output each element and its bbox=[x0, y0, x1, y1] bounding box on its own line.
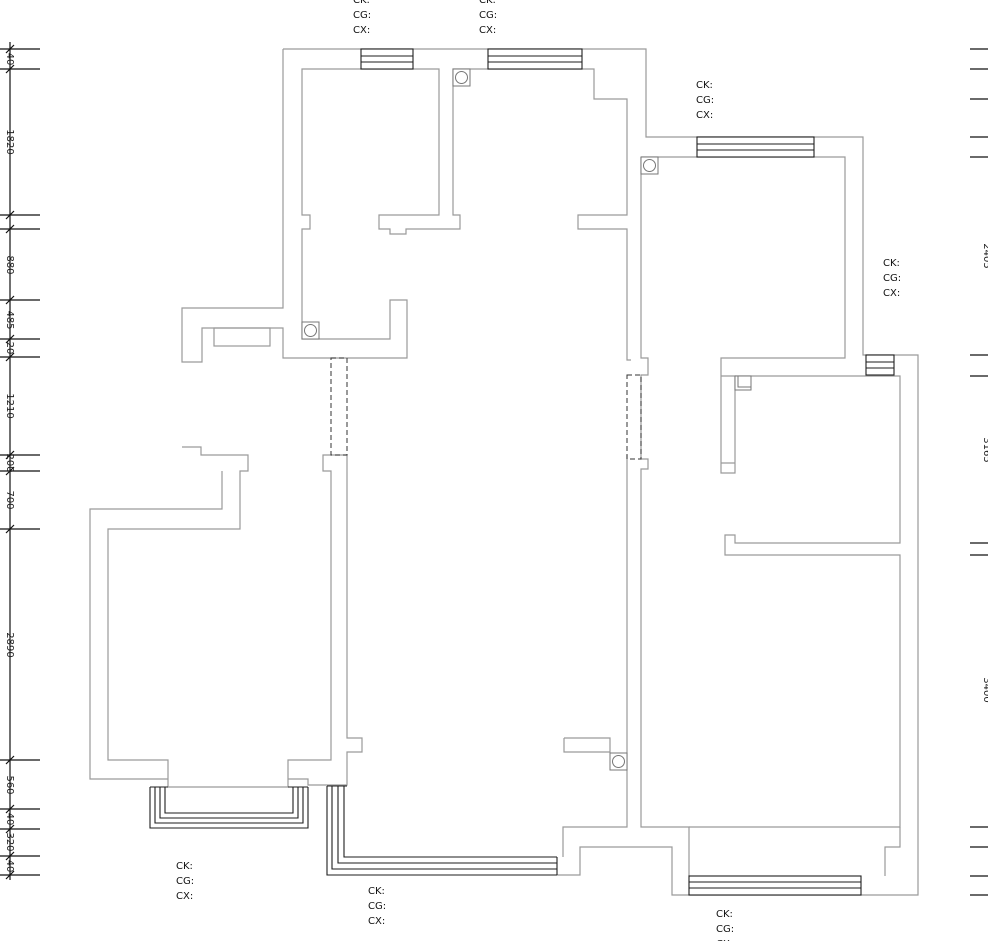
svg-text:CK:: CK: bbox=[353, 0, 370, 6]
window-tag-bottom-right: CK: CG: CX: bbox=[716, 909, 734, 941]
window-tag-bottom-left: CK: CG: CX: bbox=[176, 861, 194, 902]
svg-text:40: 40 bbox=[4, 813, 15, 826]
svg-text:CX:: CX: bbox=[176, 891, 193, 902]
left-dimension-chain: 40 1820 880 485 20 1210 200 700 2890 560… bbox=[0, 42, 40, 880]
svg-text:40: 40 bbox=[4, 53, 15, 66]
wall-right-upper bbox=[641, 156, 846, 474]
window-tag-top-2: CK: CG: CX: bbox=[479, 0, 497, 36]
wall-right-lower-corner bbox=[884, 827, 901, 876]
door-opening-left bbox=[330, 357, 348, 456]
wall-upper-left-outer bbox=[283, 48, 919, 896]
pipe-circle-3 bbox=[643, 159, 656, 172]
svg-text:CX:: CX: bbox=[696, 110, 713, 121]
windows bbox=[149, 48, 895, 896]
svg-text:CK:: CK: bbox=[479, 0, 496, 6]
svg-text:CG:: CG: bbox=[479, 10, 497, 21]
wall-outlines bbox=[89, 48, 919, 896]
wall-lower-left-room bbox=[107, 446, 363, 788]
svg-text:CX:: CX: bbox=[479, 25, 496, 36]
svg-text:CK:: CK: bbox=[883, 258, 900, 269]
svg-text:880: 880 bbox=[4, 255, 15, 274]
svg-text:CG:: CG: bbox=[696, 95, 714, 106]
window-top-2 bbox=[487, 48, 583, 70]
svg-text:560: 560 bbox=[4, 775, 15, 794]
wall-right-mid-room bbox=[689, 375, 901, 828]
svg-text:CX:: CX: bbox=[716, 939, 733, 941]
left-dim-slashes bbox=[5, 44, 15, 880]
wall-niche bbox=[213, 327, 271, 347]
left-dim-labels: 40 1820 880 485 20 1210 200 700 2890 560… bbox=[4, 53, 15, 873]
window-tag-bottom-center: CK: CG: CX: bbox=[368, 886, 386, 927]
window-tags: CK: CG: CX: CK: CG: CX: CK: CG: CX: CK: … bbox=[176, 0, 901, 941]
window-top-1 bbox=[360, 48, 414, 70]
svg-text:700: 700 bbox=[4, 490, 15, 509]
window-right-small bbox=[865, 354, 895, 376]
wall-central-right bbox=[562, 455, 628, 857]
svg-text:40: 40 bbox=[4, 860, 15, 873]
svg-text:CG:: CG: bbox=[176, 876, 194, 887]
window-tag-right-small: CK: CG: CX: bbox=[883, 258, 901, 299]
svg-text:3400: 3400 bbox=[981, 677, 988, 702]
svg-text:2890: 2890 bbox=[4, 632, 15, 657]
svg-text:CG:: CG: bbox=[368, 901, 386, 912]
svg-text:CK:: CK: bbox=[368, 886, 385, 897]
svg-text:320: 320 bbox=[4, 832, 15, 851]
svg-text:CG:: CG: bbox=[716, 924, 734, 935]
window-bottom-right bbox=[688, 875, 862, 896]
pipe-circle-2 bbox=[304, 324, 317, 337]
bay-window-center bbox=[326, 785, 558, 876]
svg-text:CG:: CG: bbox=[883, 273, 901, 284]
wall-upper-left-block bbox=[181, 49, 631, 363]
svg-text:CG:: CG: bbox=[353, 10, 371, 21]
pipe-circle-4 bbox=[612, 755, 625, 768]
window-right-upper bbox=[696, 136, 815, 158]
svg-text:CK:: CK: bbox=[696, 80, 713, 91]
window-tag-right-upper: CK: CG: CX: bbox=[696, 80, 714, 121]
svg-text:CK:: CK: bbox=[176, 861, 193, 872]
pipe-shafts bbox=[301, 68, 752, 771]
wall-lower-left-outer bbox=[89, 471, 223, 780]
svg-text:CX:: CX: bbox=[368, 916, 385, 927]
svg-text:CK:: CK: bbox=[716, 909, 733, 920]
svg-text:485: 485 bbox=[4, 310, 15, 329]
svg-text:1820: 1820 bbox=[4, 129, 15, 154]
svg-text:20: 20 bbox=[4, 342, 15, 355]
left-dim-ticks bbox=[0, 48, 40, 876]
svg-text:1210: 1210 bbox=[4, 393, 15, 418]
wall-right-col bbox=[640, 157, 690, 876]
right-dimension-chain: 2405 3165 3400 bbox=[970, 48, 988, 896]
pipe-circle-1 bbox=[455, 71, 468, 84]
right-dim-labels: 2405 3165 3400 bbox=[981, 243, 988, 702]
svg-text:200: 200 bbox=[4, 453, 15, 472]
door-opening-right bbox=[626, 374, 642, 460]
svg-text:2405: 2405 bbox=[981, 243, 988, 268]
door-openings bbox=[330, 357, 642, 460]
svg-text:CX:: CX: bbox=[353, 25, 370, 36]
pipe-shaft-5-inner bbox=[737, 375, 752, 388]
wall-central-notch bbox=[563, 737, 611, 753]
window-tag-top-1: CK: CG: CX: bbox=[353, 0, 371, 36]
svg-text:CX:: CX: bbox=[883, 288, 900, 299]
right-dim-ticks bbox=[970, 48, 988, 896]
bay-window-left bbox=[149, 786, 309, 829]
svg-text:3165: 3165 bbox=[981, 437, 988, 462]
